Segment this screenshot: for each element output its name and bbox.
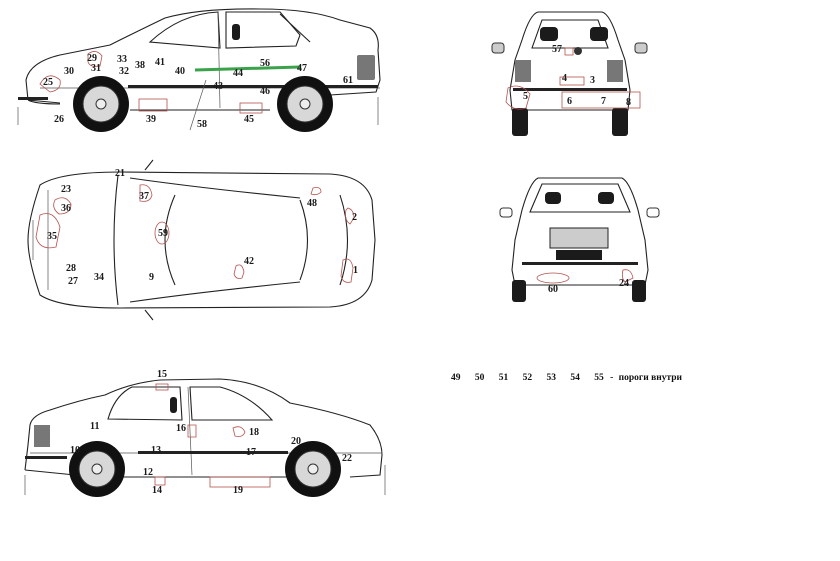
legend-number: 50 [474, 373, 485, 383]
rear-car-drawing [491, 11, 648, 136]
point-label: 28 [66, 263, 76, 274]
point-label: 17 [246, 447, 256, 458]
legend-number: 49 [451, 373, 461, 383]
point-label: 23 [61, 184, 71, 195]
point-label: 44 [233, 68, 243, 79]
point-label: 36 [61, 203, 71, 214]
point-label: 19 [233, 485, 243, 496]
point-label: 7 [601, 96, 606, 107]
point-label: 40 [175, 66, 185, 77]
point-label: 26 [54, 114, 64, 125]
legend-number: 55 [594, 373, 604, 383]
left-side-car-drawing [17, 8, 381, 132]
point-label: 31 [91, 63, 101, 74]
point-label: 21 [115, 168, 125, 179]
rear-view [480, 0, 660, 140]
point-label: 2 [352, 212, 357, 223]
highlight-line [194, 65, 301, 72]
legend-separator: - [610, 373, 614, 383]
point-label: 39 [146, 114, 156, 125]
point-label: 9 [149, 272, 154, 283]
point-label: 58 [197, 119, 207, 130]
point-label: 57 [552, 44, 562, 55]
right-side-car-drawing [24, 378, 386, 497]
point-label: 11 [90, 421, 100, 432]
point-label: 1 [353, 265, 358, 276]
point-label: 10 [70, 445, 80, 456]
front-car-drawing [499, 177, 660, 302]
point-label: 32 [119, 66, 129, 77]
front-view [490, 170, 670, 310]
legend-text: пороги внутри [618, 373, 682, 383]
point-label: 13 [151, 445, 161, 456]
point-label: 20 [291, 436, 301, 447]
point-label: 45 [244, 114, 254, 125]
point-label: 4 [562, 73, 567, 84]
point-label: 14 [152, 485, 162, 496]
inner-sills-legend: 49 50 51 52 53 54 55 - пороги внутри [451, 373, 682, 383]
point-label: 27 [68, 276, 78, 287]
legend-number: 53 [546, 373, 557, 383]
point-label: 43 [213, 81, 223, 92]
point-label: 15 [157, 369, 167, 380]
point-label: 48 [307, 198, 317, 209]
point-label: 8 [626, 97, 631, 108]
point-label: 12 [143, 467, 153, 478]
point-label: 60 [548, 284, 558, 295]
point-label: 46 [260, 86, 270, 97]
point-label: 47 [297, 63, 307, 74]
point-label: 24 [619, 278, 629, 289]
point-label: 30 [64, 66, 74, 77]
left-side-view [0, 0, 400, 140]
point-label: 41 [155, 57, 165, 68]
point-label: 34 [94, 272, 104, 283]
legend-number: 51 [498, 373, 509, 383]
legend-number: 54 [570, 373, 580, 383]
legend-number: 52 [522, 373, 533, 383]
point-label: 38 [135, 60, 145, 71]
point-label: 22 [342, 453, 352, 464]
point-label: 61 [343, 75, 353, 86]
point-label: 37 [139, 191, 149, 202]
point-label: 29 [87, 53, 97, 64]
point-label: 16 [176, 423, 186, 434]
top-car-drawing [27, 159, 376, 321]
point-label: 3 [590, 75, 595, 86]
point-label: 5 [523, 91, 528, 102]
point-label: 33 [117, 54, 127, 65]
point-label: 35 [47, 231, 57, 242]
top-view [0, 159, 390, 321]
point-label: 18 [249, 427, 259, 438]
point-label: 42 [244, 256, 254, 267]
point-label: 56 [260, 58, 270, 69]
right-side-view [20, 365, 400, 505]
point-label: 6 [567, 96, 572, 107]
point-label: 59 [158, 228, 168, 239]
point-label: 25 [43, 77, 53, 88]
